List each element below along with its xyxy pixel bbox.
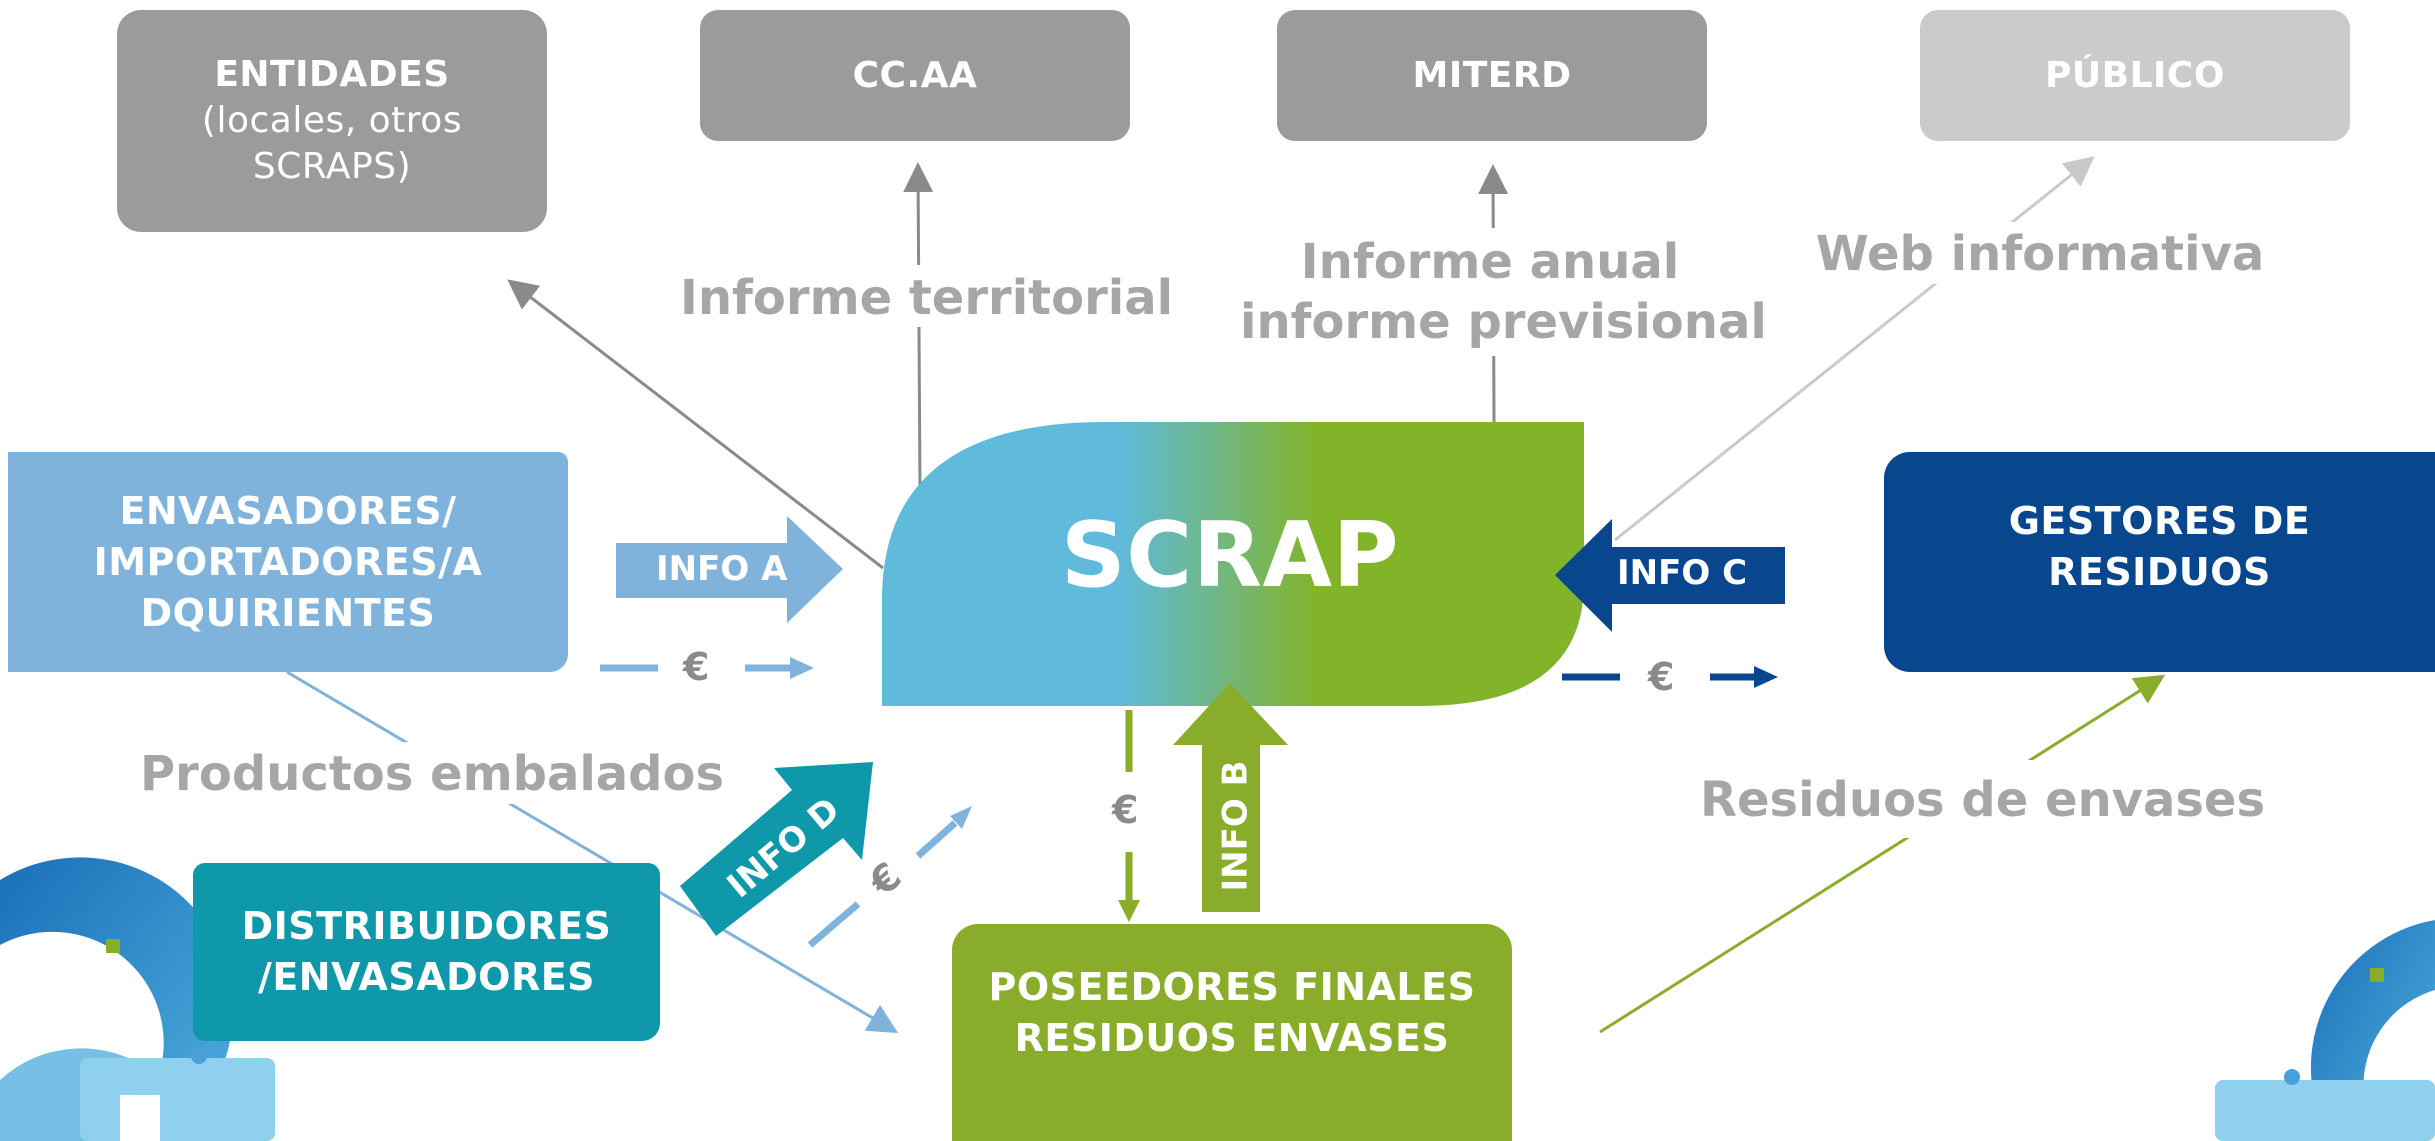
- entidades-box: ENTIDADES (locales, otros SCRAPS): [117, 10, 547, 232]
- entidades-subtitle-2: SCRAPS): [252, 146, 412, 187]
- envasadores-line-1: ENVASADORES/: [119, 488, 457, 533]
- ccaa-box: CC.AA: [700, 10, 1130, 141]
- informe-territorial-label: Informe territorial: [680, 270, 1174, 326]
- envasadores-line-3: DQUIRIENTES: [140, 590, 436, 635]
- euro-flow-envasadores: [600, 657, 814, 679]
- info-c-arrow: [1555, 519, 1785, 632]
- scrap-title: SCRAP: [1060, 502, 1400, 608]
- informe-anual-label: Informe anual informe previsional: [1240, 232, 1767, 352]
- euro-flow-gestores: [1562, 666, 1778, 688]
- distribuidores-box: DISTRIBUIDORES /ENVASADORES: [193, 863, 660, 1041]
- ccaa-label: CC.AA: [852, 55, 978, 96]
- distribuidores-line-2: /ENVASADORES: [257, 955, 596, 999]
- miterd-box: MITERD: [1277, 10, 1707, 141]
- poseedores-line-1: POSEEDORES FINALES: [988, 964, 1476, 1009]
- scrap-node: [882, 422, 1584, 706]
- miterd-label: MITERD: [1412, 55, 1572, 96]
- envasadores-line-2: IMPORTADORES/A: [93, 539, 483, 584]
- entidades-title: ENTIDADES: [214, 54, 450, 95]
- gestores-box: GESTORES DE RESIDUOS: [1884, 452, 2435, 672]
- euro-poseedores: €: [1112, 788, 1139, 832]
- poseedores-line-2: RESIDUOS ENVASES: [1014, 1015, 1450, 1060]
- decorative-ring-right: [2215, 920, 2435, 1141]
- info-a-label: INFO A: [656, 549, 788, 589]
- publico-label: PÚBLICO: [2045, 55, 2225, 96]
- web-informativa-label: Web informativa: [1815, 226, 2265, 282]
- euro-gestores: €: [1648, 655, 1675, 699]
- decorative-ring-left: [0, 857, 275, 1141]
- info-d-arrow: [680, 762, 873, 936]
- gestores-line-2: RESIDUOS: [2048, 550, 2271, 594]
- residuos-envases-label: Residuos de envases: [1700, 772, 2266, 828]
- productos-embalados-label: Productos embalados: [140, 746, 725, 802]
- entidades-subtitle: (locales, otros: [201, 100, 463, 141]
- euro-flow-poseedores: [1118, 710, 1140, 922]
- info-c-label: INFO C: [1617, 553, 1748, 593]
- informe-anual-line: Informe anual: [1300, 234, 1680, 290]
- distribuidores-line-1: DISTRIBUIDORES: [241, 904, 612, 948]
- info-b-label: INFO B: [1215, 760, 1256, 892]
- publico-box: PÚBLICO: [1920, 10, 2350, 141]
- envasadores-box: ENVASADORES/ IMPORTADORES/A DQUIRIENTES: [8, 452, 568, 672]
- gestores-line-1: GESTORES DE: [2008, 499, 2311, 543]
- info-b-arrow: [1173, 683, 1288, 912]
- euro-envasadores: €: [683, 645, 710, 689]
- poseedores-box: POSEEDORES FINALES RESIDUOS ENVASES: [952, 924, 1512, 1141]
- info-a-arrow: [616, 516, 843, 623]
- informe-previsional-line: informe previsional: [1240, 294, 1767, 350]
- euro-flow-distribuidores: [807, 806, 972, 948]
